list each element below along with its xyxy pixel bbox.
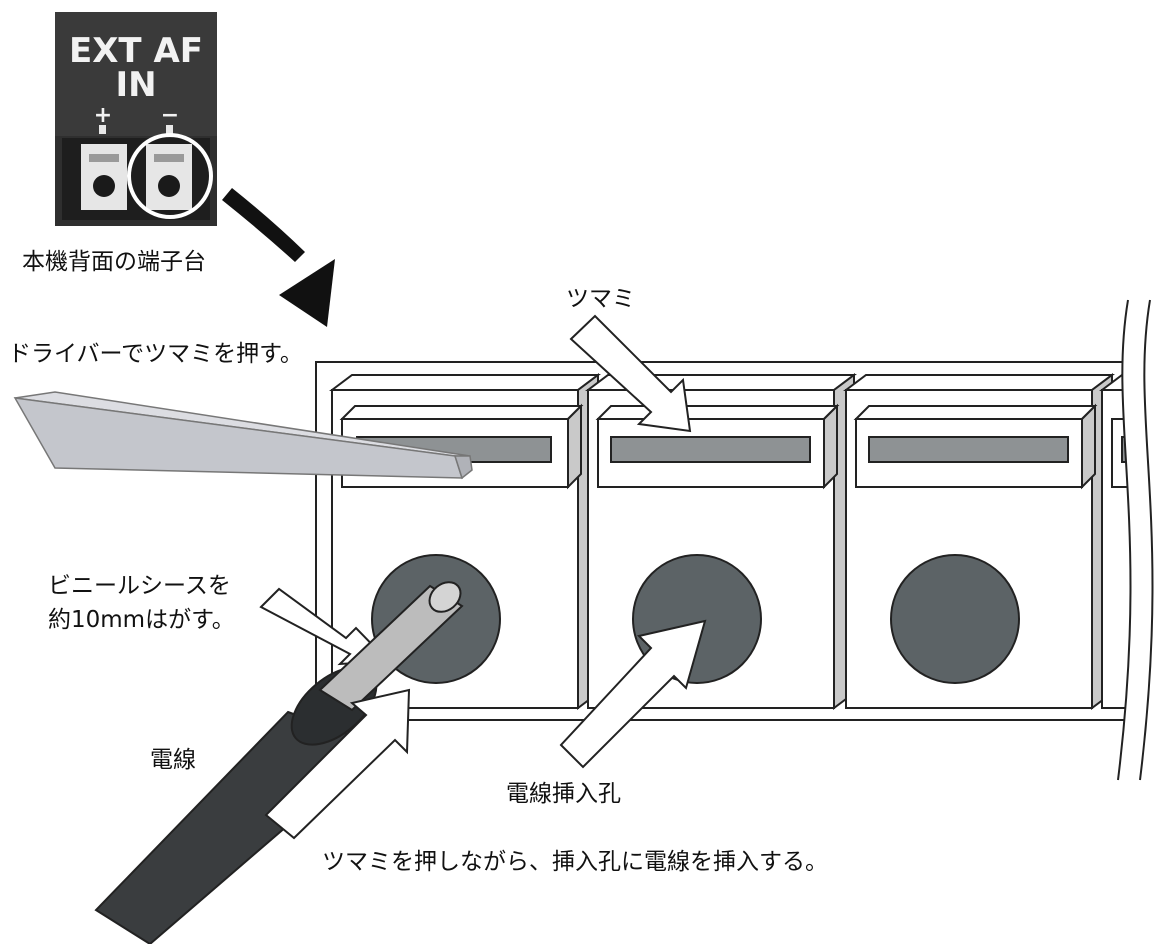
screwdriver: [13, 391, 473, 480]
wire-label: 電線: [150, 747, 196, 773]
photo-label-ext-af: EXT AF: [69, 31, 203, 71]
terminal-block: [315, 361, 1143, 721]
terminal-2: [585, 373, 857, 710]
photo-plus-sign: +: [94, 103, 112, 128]
knob-slot-3: [868, 436, 1069, 463]
insert-direction-arrow: [264, 688, 411, 840]
rear-terminal-label: 本機背面の端子台: [22, 249, 206, 275]
insertion-hole-label: 電線挿入孔: [506, 781, 621, 807]
terminal-1: [329, 373, 601, 710]
knob-label: ツマミ: [566, 286, 635, 312]
electric-wire: [94, 581, 464, 944]
curved-arrow: [222, 188, 335, 327]
terminal-3: [843, 373, 1115, 710]
terminal-photo: EXT AF IN + −: [55, 12, 217, 226]
insertion-hole-pointer-arrow: [559, 619, 707, 769]
sheath-label-line2: 約10mmはがす。: [48, 607, 235, 633]
instruction-label: ツマミを押しながら、挿入孔に電線を挿入する。: [322, 849, 828, 875]
photo-label-in: IN: [115, 65, 156, 105]
knob-pointer-arrow: [569, 314, 692, 433]
sheath-label-line1: ビニールシースを: [48, 573, 231, 599]
highlight-circle: [127, 133, 213, 219]
knob-slot-2: [610, 436, 811, 463]
break-lines: [1117, 299, 1158, 781]
photo-minus-sign: −: [161, 103, 179, 128]
wire-hole-3: [890, 554, 1020, 684]
screwdriver-label: ドライバーでツマミを押す。: [8, 341, 303, 367]
